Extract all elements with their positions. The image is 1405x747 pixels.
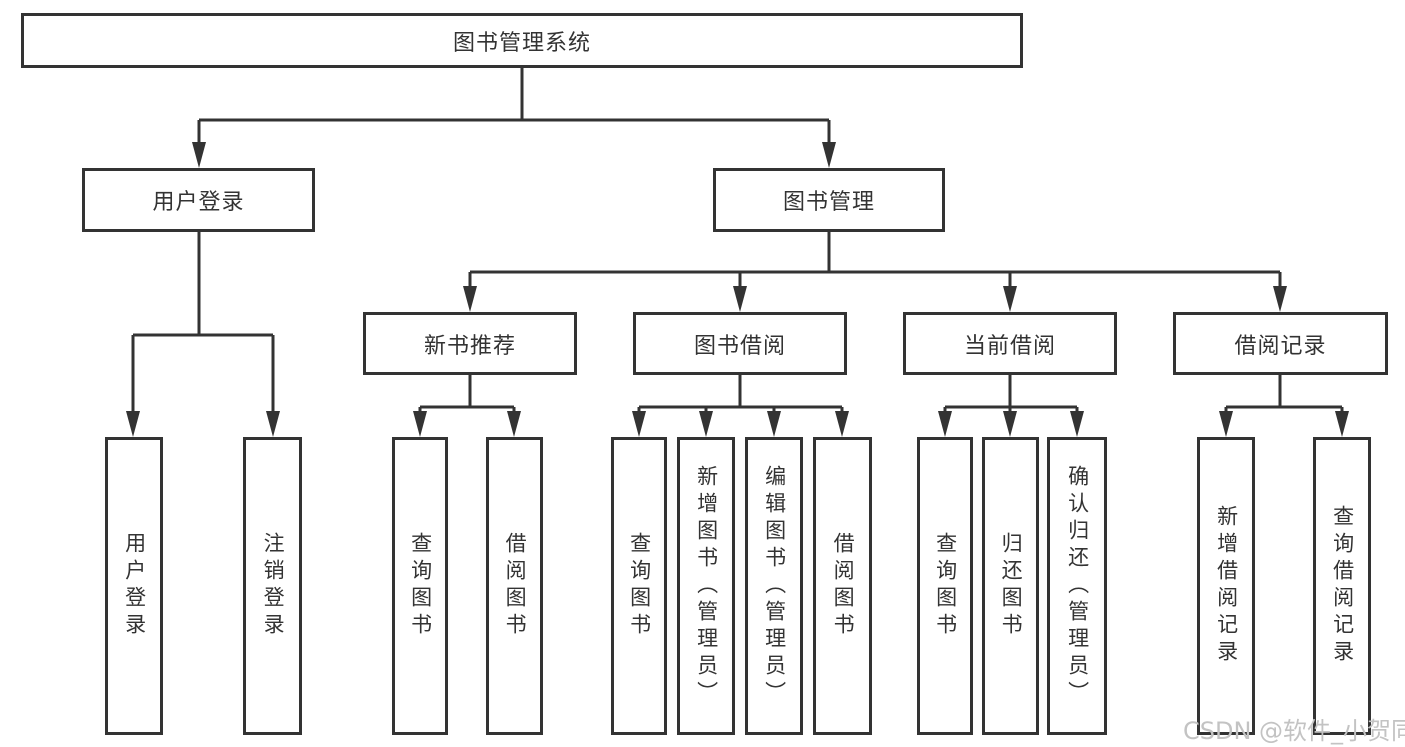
node-label: 借阅图书 (831, 532, 856, 640)
csdn-watermark: CSDN @软件_小贺同学 (1183, 717, 1405, 745)
node-label: 新增借阅记录 (1214, 505, 1239, 667)
leaf-borrow-books: 借阅图书 (813, 437, 872, 735)
leaf-add-book-admin: 新增图书（管理员） (677, 437, 735, 735)
arrowhead-icon (126, 411, 140, 437)
leaf-query-books-current: 查询图书 (917, 437, 973, 735)
node-borrow-records: 借阅记录 (1173, 312, 1388, 375)
leaf-query-books-borrow: 查询图书 (611, 437, 667, 735)
node-book-borrow: 图书借阅 (633, 312, 847, 375)
node-label: 查询图书 (933, 532, 958, 640)
node-user-login: 用户登录 (82, 168, 315, 232)
leaf-edit-book-admin: 编辑图书（管理员） (745, 437, 803, 735)
leaf-user-login: 用户登录 (105, 437, 163, 735)
node-current-borrow: 当前借阅 (903, 312, 1117, 375)
node-label: 查询图书 (408, 532, 433, 640)
node-label: 图书管理系统 (452, 30, 591, 56)
leaf-borrow-books-recommend: 借阅图书 (486, 437, 543, 735)
node-label: 图书借阅 (693, 333, 786, 359)
node-book-management: 图书管理 (713, 168, 945, 232)
leaf-add-borrow-record: 新增借阅记录 (1197, 437, 1255, 735)
leaf-logout: 注销登录 (243, 437, 302, 735)
node-label: 查询借阅记录 (1330, 505, 1355, 667)
node-label: 编辑图书（管理员） (762, 464, 787, 708)
arrowhead-icon (835, 411, 849, 437)
arrowhead-icon (192, 142, 206, 168)
arrowhead-icon (822, 142, 836, 168)
node-label: 查询图书 (627, 532, 652, 640)
node-label: 当前借阅 (963, 333, 1056, 359)
arrowhead-icon (507, 411, 521, 437)
leaf-query-books-recommend: 查询图书 (392, 437, 448, 735)
arrowhead-icon (1273, 286, 1287, 312)
leaf-confirm-return-admin: 确认归还（管理员） (1047, 437, 1107, 735)
node-label: 用户登录 (122, 532, 147, 640)
node-new-book-recommend: 新书推荐 (363, 312, 577, 375)
arrowhead-icon (632, 411, 646, 437)
node-label: 注销登录 (261, 532, 286, 640)
arrowhead-icon (266, 411, 280, 437)
arrowhead-icon (1219, 411, 1233, 437)
node-label: 用户登录 (152, 190, 245, 215)
node-label: 确认归还（管理员） (1065, 464, 1090, 708)
arrowhead-icon (1003, 286, 1017, 312)
arrowhead-icon (463, 286, 477, 312)
node-label: 图书管理 (782, 190, 875, 215)
arrowhead-icon (413, 411, 427, 437)
arrowhead-icon (1335, 411, 1349, 437)
node-label: 新增图书（管理员） (694, 464, 719, 708)
arrowhead-icon (1003, 411, 1017, 437)
node-label: 借阅记录 (1234, 333, 1327, 359)
arrowhead-icon (767, 411, 781, 437)
node-root: 图书管理系统 (21, 13, 1023, 68)
arrowhead-icon (733, 286, 747, 312)
leaf-query-borrow-record: 查询借阅记录 (1313, 437, 1371, 735)
node-label: 归还图书 (999, 532, 1024, 640)
node-label: 新书推荐 (423, 333, 516, 359)
arrowhead-icon (1070, 411, 1084, 437)
arrowhead-icon (699, 411, 713, 437)
node-label: 借阅图书 (503, 532, 528, 640)
leaf-return-book: 归还图书 (982, 437, 1039, 735)
arrowhead-icon (938, 411, 952, 437)
